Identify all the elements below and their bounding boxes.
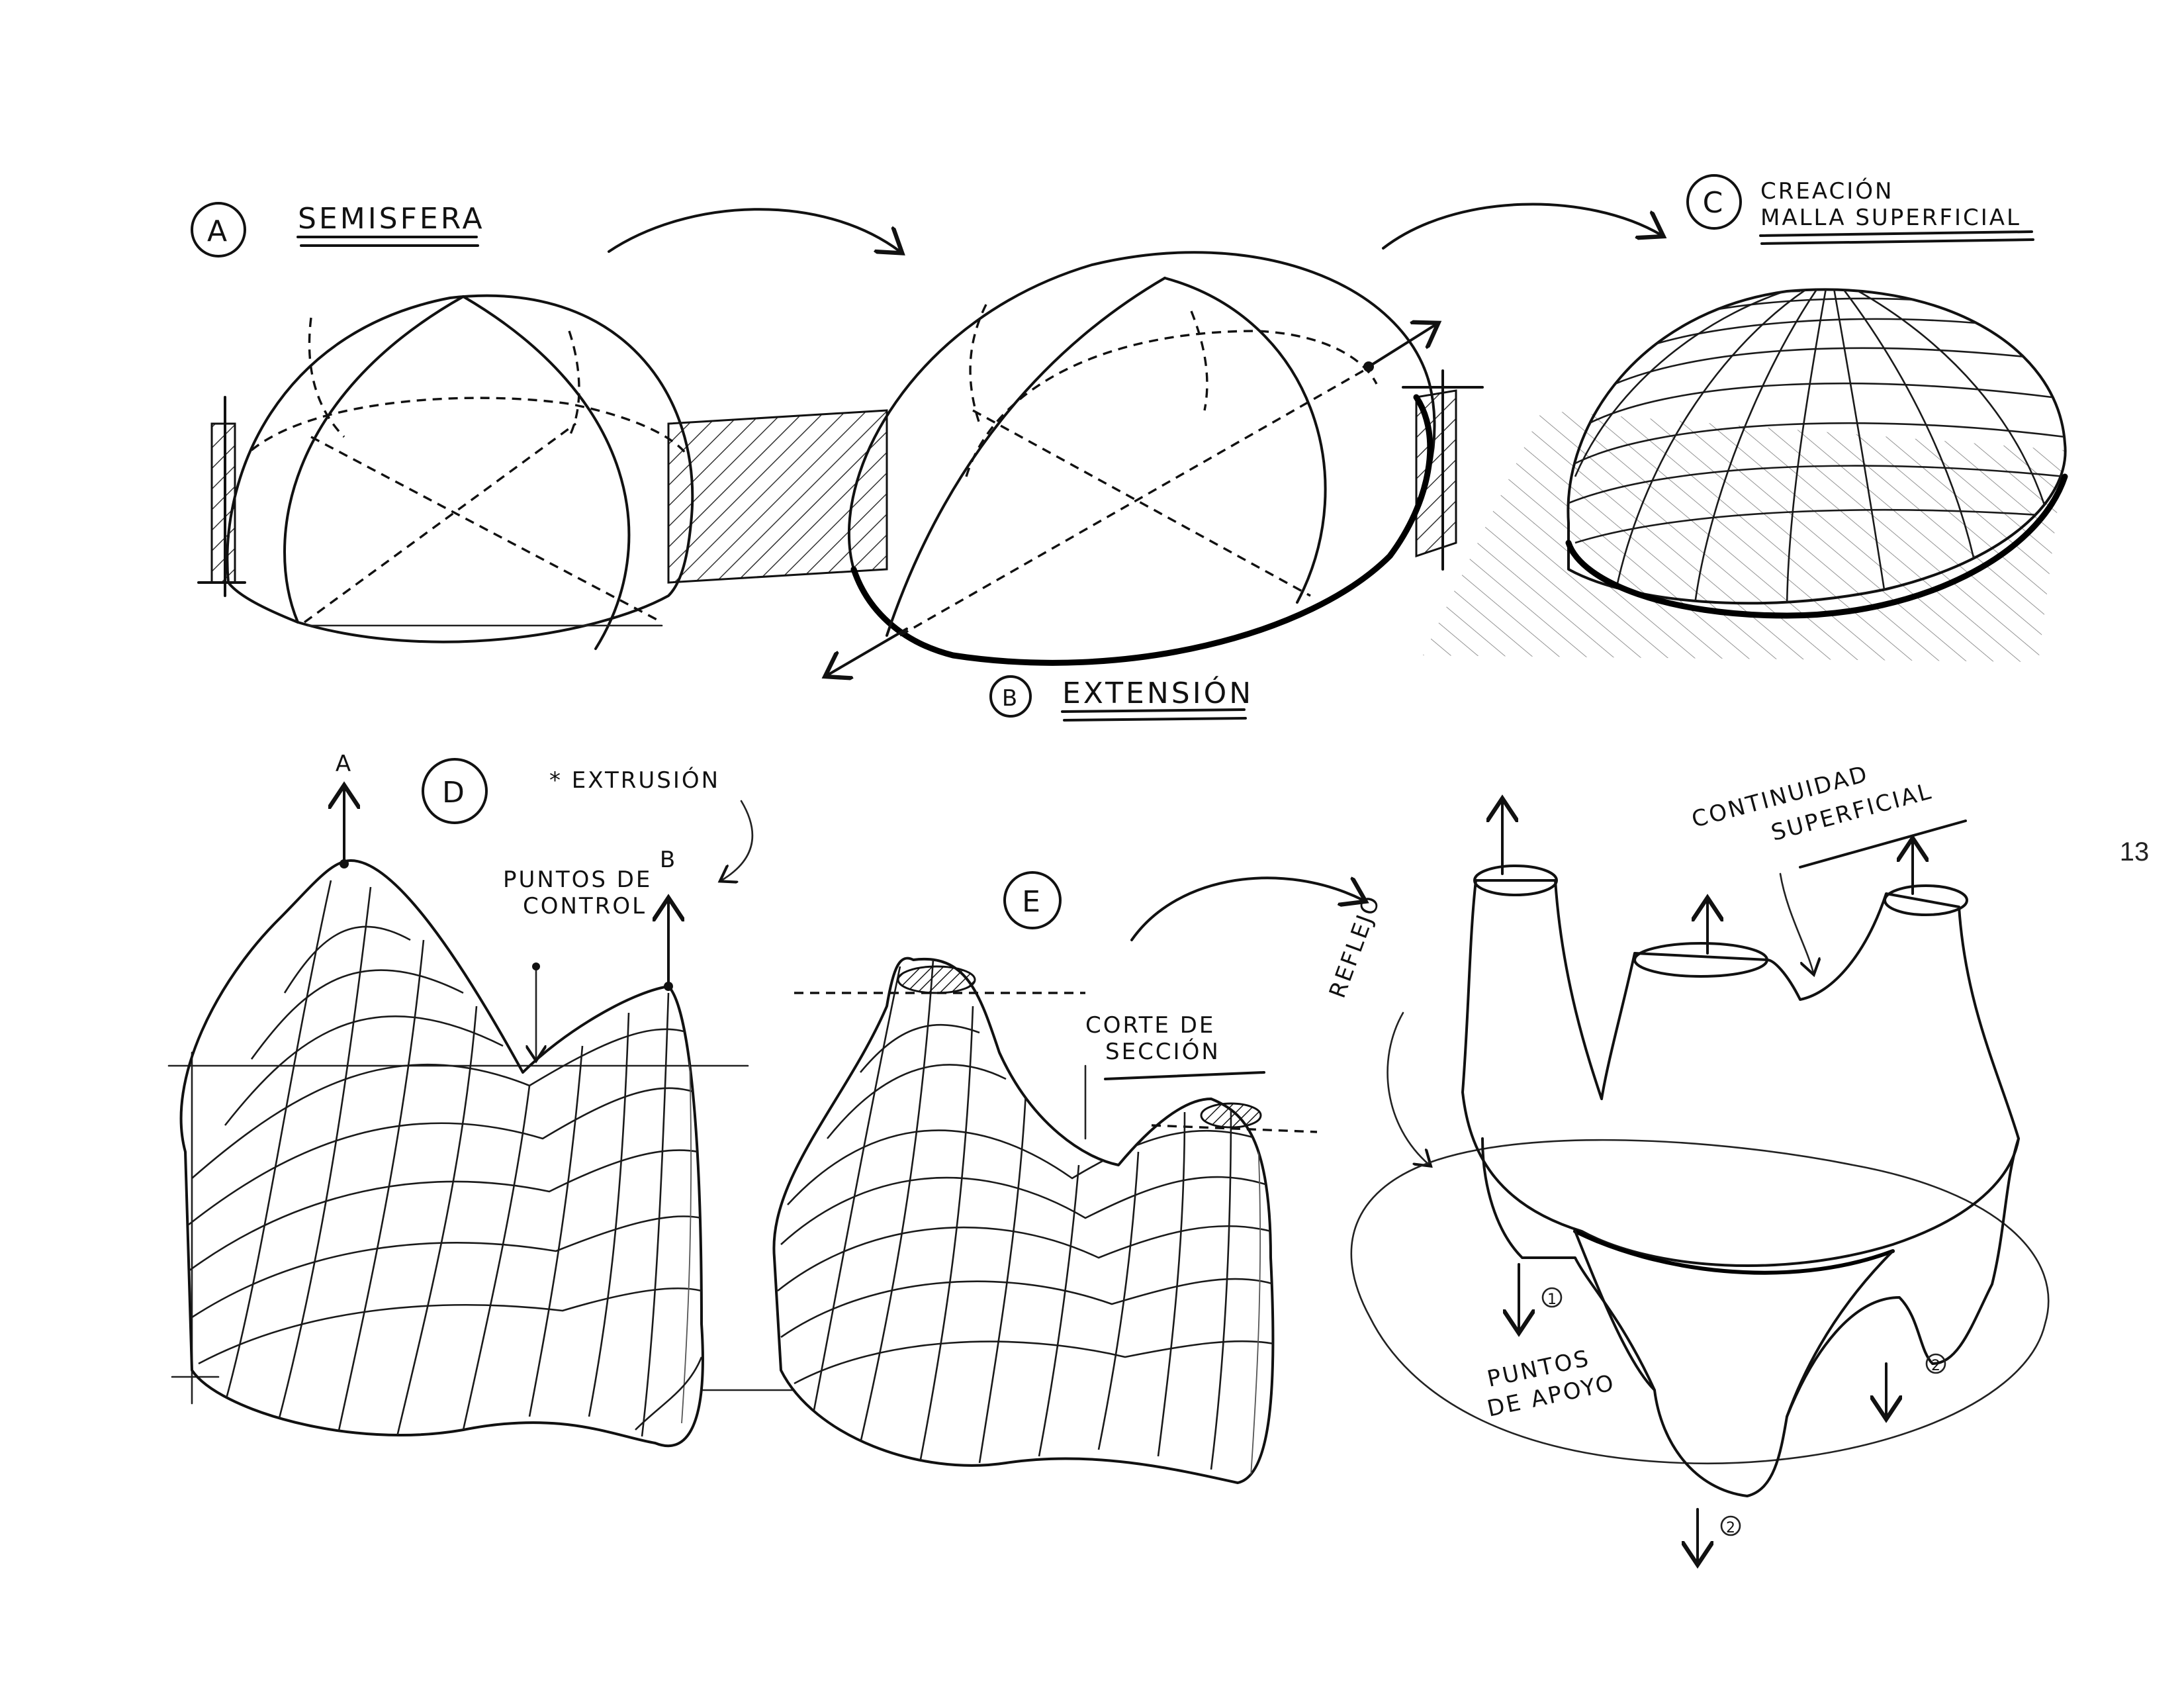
hemisphere-equator — [250, 397, 690, 457]
support-2-label: 2 — [1726, 1520, 1735, 1536]
step-b-badge — [989, 675, 1032, 718]
arrow-a-to-b — [608, 208, 900, 252]
cut-line-side — [1151, 1124, 1318, 1133]
mesh-base-edge — [1565, 473, 2068, 619]
control-points-line2: CONTROL — [523, 893, 647, 919]
reflection-label: REFLEJO — [1324, 891, 1386, 1002]
control-point-a — [340, 859, 349, 868]
step-a-hemisphere: A SEMISFERA — [191, 202, 888, 650]
column-top-3 — [1884, 884, 1968, 916]
column-top-2 — [1633, 942, 1768, 978]
step-d-extrusion: D * EXTRUSIÓN PUNTOS DE CONTROL A B — [167, 751, 796, 1448]
step-e-badge — [1003, 871, 1062, 929]
arrow-e-to-f — [1130, 878, 1363, 941]
step-c-badge — [1686, 174, 1742, 230]
columns-body — [1461, 879, 2020, 1268]
extruded-surface-outline — [179, 859, 704, 1448]
step-c-title-line1: CREACIÓN — [1760, 177, 1893, 205]
arrow-b-to-c — [1382, 203, 1661, 250]
control-points-line1: PUNTOS DE — [503, 867, 652, 893]
step-d-badge — [422, 758, 488, 824]
hemisphere-outline — [226, 294, 694, 643]
point-b-label: B — [660, 847, 677, 873]
cut-surface-grid — [777, 959, 1273, 1477]
extruded-surface-grid — [188, 880, 703, 1437]
step-e-section-cut: E CORTE DE SECCIÓN — [772, 871, 1363, 1484]
reflected-legs — [1481, 1137, 2020, 1497]
section-cap-side — [1200, 1102, 1262, 1129]
page-number: 13 — [2120, 837, 2150, 867]
step-c-letter: C — [1703, 186, 1726, 220]
section-label-line2: SECCIÓN — [1105, 1038, 1220, 1065]
base-hatch-left — [210, 422, 236, 584]
base-hatch-right — [667, 409, 888, 584]
extended-base-edge — [850, 394, 1433, 666]
ground-ellipse — [1350, 1139, 2050, 1465]
step-a-letter: A — [207, 214, 230, 248]
step-f-reflection: REFLEJO CONTINUIDAD SUPERFICIAL 1 2 2 PU… — [1324, 761, 2050, 1562]
step-b-letter: B — [1002, 685, 1019, 712]
support-1-label: 1 — [1547, 1291, 1557, 1308]
section-cap-top — [897, 965, 976, 994]
step-e-letter: E — [1022, 885, 1043, 919]
extension-arrow-left — [827, 628, 908, 675]
step-c-surface-mesh: C CREACIÓN MALLA SUPERFICIAL — [1423, 174, 2068, 662]
column-top-1 — [1473, 865, 1558, 896]
step-b-extension: B EXTENSIÓN — [827, 251, 1484, 722]
cut-surface-outline — [772, 957, 1275, 1484]
step-c-title-line2: MALLA SUPERFICIAL — [1760, 205, 2021, 231]
extended-dome-outline — [847, 251, 1436, 665]
step-b-title: EXTENSIÓN — [1062, 675, 1253, 710]
point-a-label: A — [336, 751, 353, 777]
section-label-line1: CORTE DE — [1085, 1012, 1215, 1039]
control-point-b — [664, 982, 673, 991]
step-a-title: SEMISFERA — [298, 202, 485, 236]
support-3-label: 2 — [1931, 1358, 1940, 1374]
step-d-note: * EXTRUSIÓN — [549, 767, 720, 794]
step-a-badge — [191, 202, 246, 258]
extension-arrow-right — [1367, 324, 1436, 368]
step-d-letter: D — [442, 776, 467, 810]
